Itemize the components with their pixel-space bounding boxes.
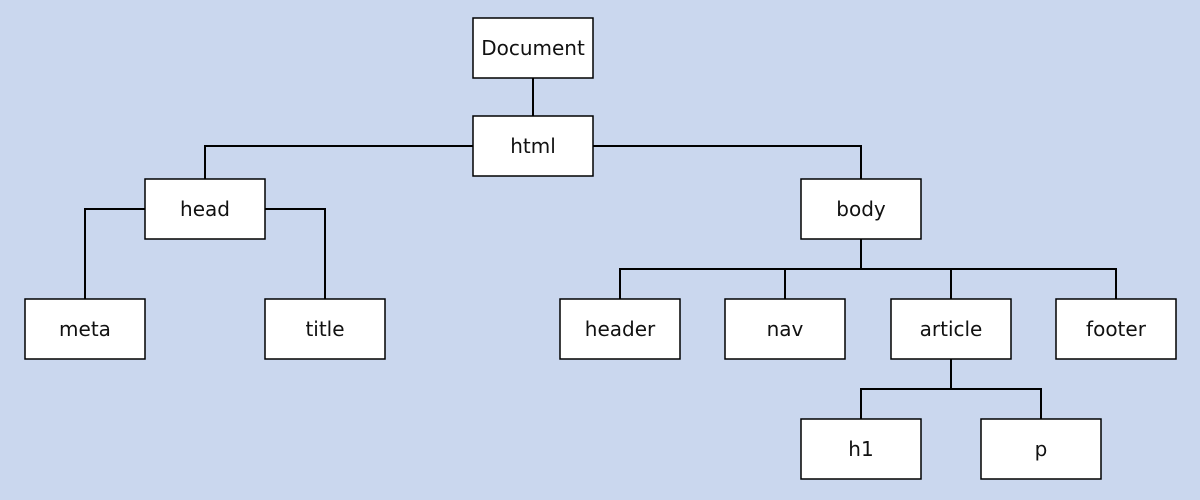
node-article-label: article xyxy=(920,317,983,341)
node-p-label: p xyxy=(1035,437,1048,461)
node-article: article xyxy=(890,298,1012,360)
node-document-label: Document xyxy=(481,36,585,60)
connector-html-body xyxy=(592,145,862,180)
node-footer-label: footer xyxy=(1086,317,1147,341)
node-document-box xyxy=(472,17,594,79)
node-body-label: body xyxy=(836,197,886,221)
connector-head-meta xyxy=(84,208,146,300)
node-p-box xyxy=(980,418,1102,480)
node-meta-label: meta xyxy=(59,317,111,341)
node-nav: nav xyxy=(724,298,846,360)
node-head: head xyxy=(144,178,266,240)
connector-html-head xyxy=(204,145,474,180)
node-footer: footer xyxy=(1055,298,1177,360)
node-head-label: head xyxy=(180,197,230,221)
connector-head-title xyxy=(264,208,326,300)
node-meta: meta xyxy=(24,298,146,360)
node-footer-box xyxy=(1055,298,1177,360)
node-header-box xyxy=(559,298,681,360)
connector-article-h1 xyxy=(860,388,952,420)
node-nav-label: nav xyxy=(767,317,804,341)
node-html: html xyxy=(472,115,594,177)
node-html-box xyxy=(472,115,594,177)
node-header-label: header xyxy=(585,317,656,341)
node-head-box xyxy=(144,178,266,240)
node-h1-label: h1 xyxy=(848,437,873,461)
node-h1-box xyxy=(800,418,922,480)
node-meta-box xyxy=(24,298,146,360)
connectors xyxy=(84,77,1117,420)
node-document: Document xyxy=(472,17,594,79)
node-header: header xyxy=(559,298,681,360)
node-h1: h1 xyxy=(800,418,922,480)
node-nav-box xyxy=(724,298,846,360)
node-article-box xyxy=(890,298,1012,360)
node-body-box xyxy=(800,178,922,240)
node-p: p xyxy=(980,418,1102,480)
node-title: title xyxy=(264,298,386,360)
connector-article-p xyxy=(950,388,1042,420)
node-title-label: title xyxy=(305,317,344,341)
node-body: body xyxy=(800,178,922,240)
node-title-box xyxy=(264,298,386,360)
node-html-label: html xyxy=(510,134,556,158)
